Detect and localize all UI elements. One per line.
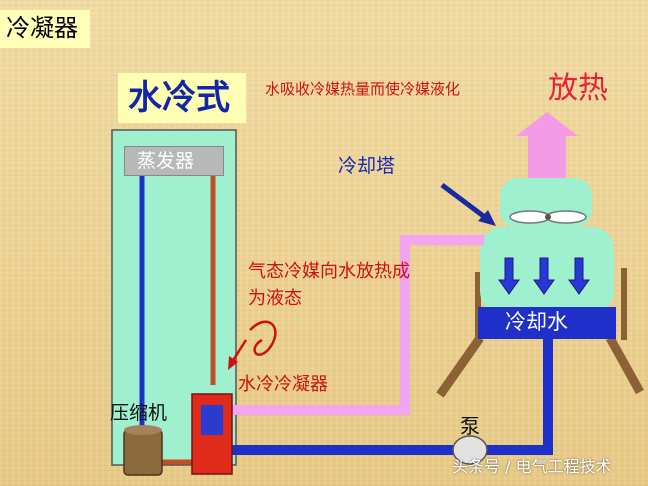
heat-release-label: 放热 <box>548 71 608 106</box>
cooling-water-band <box>478 307 616 339</box>
tower-leg-left <box>436 335 484 398</box>
cold-water-pipe <box>210 339 553 455</box>
fan-hub <box>545 214 551 220</box>
evaporator-label: 蒸发器 <box>124 146 224 176</box>
water-arrow-1 <box>498 257 520 295</box>
absorb-description: 水吸收冷媒热量而使冷媒液化 <box>265 80 461 98</box>
fan-blade-left <box>509 210 551 224</box>
compressor-label: 压缩机 <box>110 402 168 424</box>
cooling-tower-label: 冷却塔 <box>338 155 396 177</box>
tower-pointer-line <box>440 183 488 220</box>
water-arrow-2 <box>533 257 555 295</box>
type-title: 水冷式 <box>118 73 246 123</box>
warm-water-pipe <box>230 235 484 415</box>
compressor <box>123 429 163 476</box>
pump <box>452 435 488 465</box>
section-title: 冷凝器 <box>0 10 90 48</box>
tower-leg-right <box>606 335 644 395</box>
tower-pointer-head <box>478 210 496 226</box>
condenser-pointer-head <box>228 356 238 370</box>
curl-mark <box>249 320 277 356</box>
gas-refrigerant-description: 气态冷媒向水放热成为液态 <box>248 261 410 309</box>
watermark: 头条号 / 电气工程技术 <box>452 457 612 476</box>
cooling-water-label: 冷却水 <box>505 310 568 334</box>
compressor-top <box>124 425 162 435</box>
condenser-pointer-line <box>230 339 248 363</box>
fan-blade-right <box>545 210 587 224</box>
water-arrow-3 <box>568 257 590 295</box>
heat-release-arrow <box>516 112 578 178</box>
condenser-label: 水冷冷凝器 <box>238 374 328 395</box>
condenser-coil <box>201 405 223 435</box>
pump-label: 泵 <box>460 414 480 438</box>
